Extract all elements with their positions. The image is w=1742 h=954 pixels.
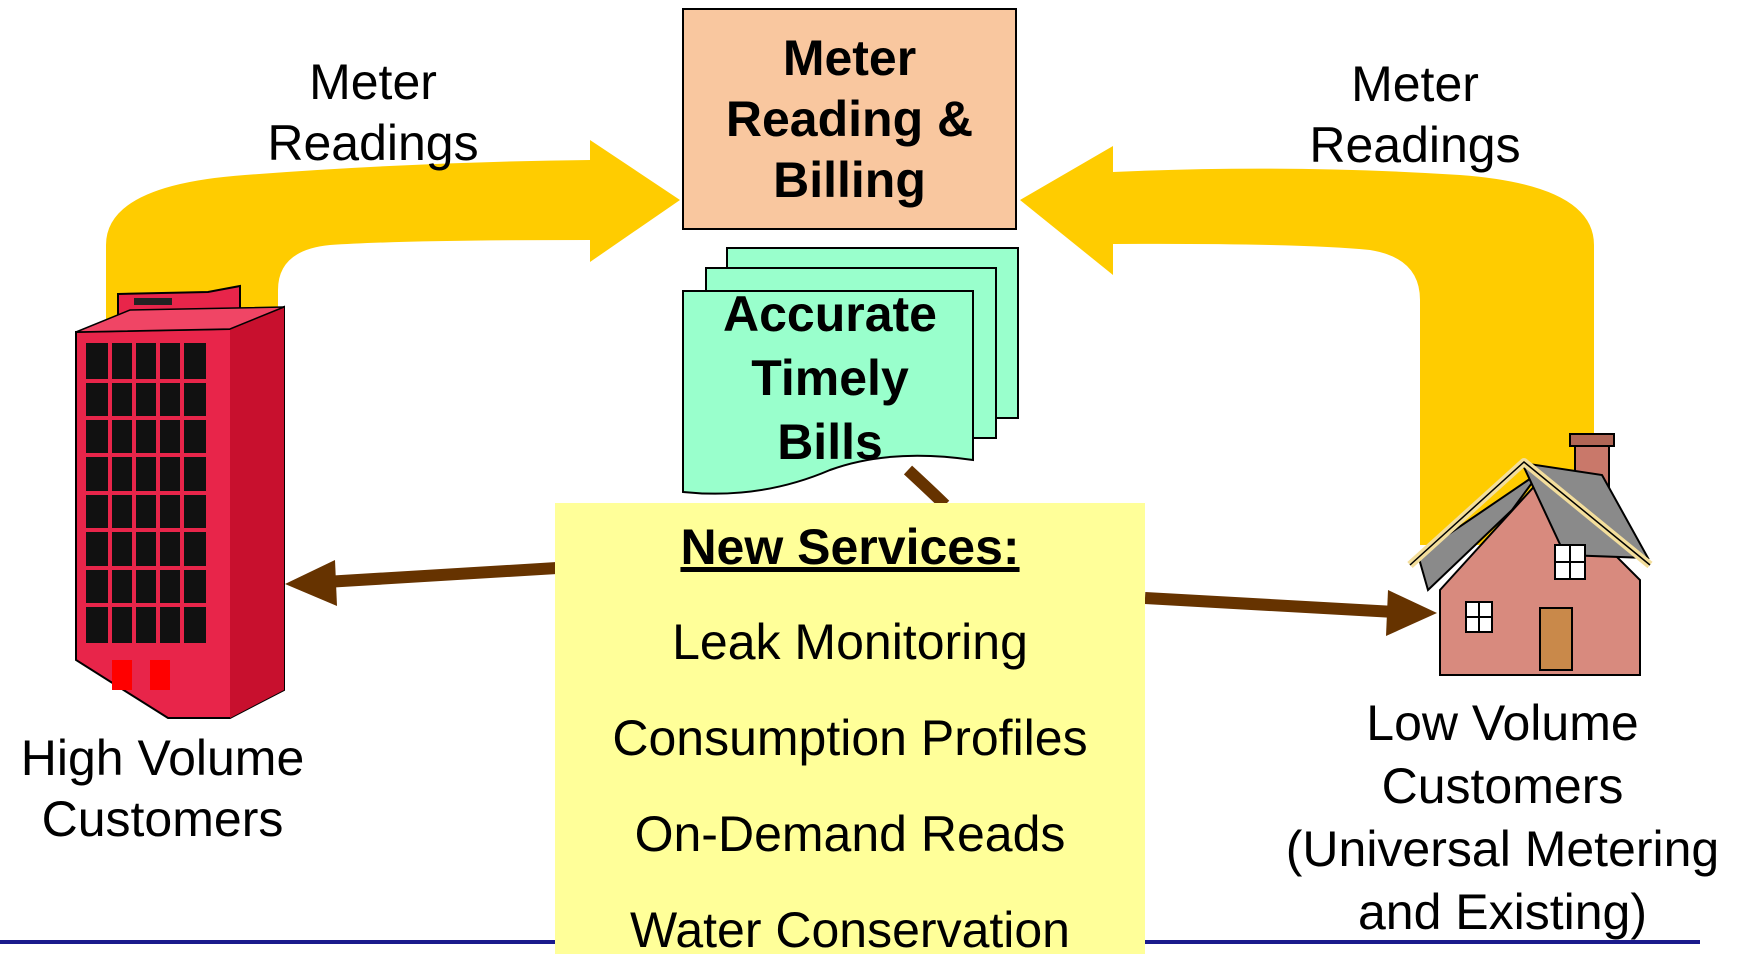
bills-to-services-connector [903,465,950,510]
bill-sheet-front [682,290,974,495]
left-readings-label-line-2: Readings [267,115,479,171]
services-to-low-volume-arrowhead [1386,590,1437,636]
bills-label-line-1: Accurate [723,286,937,342]
left-readings-label-line-1: Meter [309,54,437,110]
low-volume-label-line-4: and Existing) [1357,884,1648,940]
meter-reading-billing-box: Meter Reading & Billing [682,8,1017,230]
billing-box-line-3: Billing [773,151,926,208]
bills-label-line-3: Bills [777,414,883,470]
service-item-on-demand-reads: On-Demand Reads [634,806,1066,862]
bills-label-line-2: Timely [751,350,909,406]
services-to-high-volume-arrowhead [285,560,337,606]
service-item-consumption-profiles: Consumption Profiles [612,710,1088,766]
left-readings-label: Meter Readings [258,52,488,174]
accurate-timely-bills-label: Accurate Timely Bills [690,282,970,474]
low-volume-label-line-1: Low Volume [1366,695,1639,751]
right-readings-label-line-2: Readings [1309,117,1521,173]
high-volume-label-line-2: Customers [41,791,284,847]
billing-box-line-1: Meter [782,29,917,86]
office-building-icon [75,284,285,719]
service-item-leak-monitoring: Leak Monitoring [672,614,1028,670]
left-readings-arrow [106,140,680,332]
new-services-title: New Services: [680,519,1020,575]
right-readings-arrow [1020,146,1594,545]
services-to-low-volume-arrow-shaft [1144,592,1396,618]
services-to-high-volume-arrow-shaft [324,562,558,588]
house-icon [1407,433,1653,676]
low-volume-customers-label: Low Volume Customers (Universal Metering… [1265,692,1740,944]
new-services-box: New Services: Leak Monitoring Consumptio… [555,503,1145,954]
low-volume-label-line-2: Customers [1381,758,1624,814]
right-readings-label: Meter Readings [1300,54,1530,176]
high-volume-customers-label: High Volume Customers [0,728,325,850]
right-readings-label-line-1: Meter [1351,56,1479,112]
service-item-water-conservation: Water Conservation [630,902,1070,954]
low-volume-label-line-3: (Universal Metering [1285,821,1720,877]
billing-box-line-2: Reading & [725,90,974,147]
high-volume-label-line-1: High Volume [20,730,305,786]
